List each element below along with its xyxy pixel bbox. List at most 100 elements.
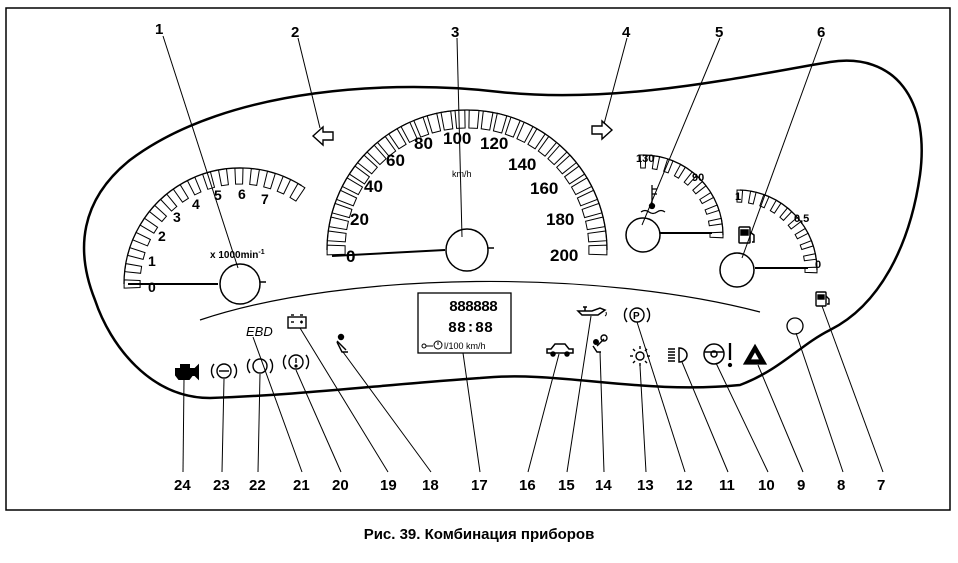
oil-pressure-icon: [576, 306, 607, 317]
indicator-lamp-icon: [786, 317, 804, 335]
check-engine-icon: [175, 363, 199, 381]
callout-2: 2: [291, 24, 299, 41]
speedo-label-140: 140: [508, 155, 536, 174]
fuel-pump-icon: [738, 226, 755, 244]
lcd-odometer: 888888: [449, 299, 498, 316]
speedo-label-160: 160: [530, 179, 558, 198]
callout-17: 17: [471, 477, 488, 494]
fuel-label-1: 1: [735, 191, 741, 203]
battery-icon: [287, 314, 307, 329]
speedometer-tick: [468, 109, 480, 129]
power-steering-icon: [703, 343, 733, 368]
key-icon: [421, 343, 433, 349]
callout-18: 18: [422, 477, 439, 494]
callout-9: 9: [797, 477, 805, 494]
speedometer-tick: [492, 112, 508, 134]
tach-label-4: 4: [192, 196, 200, 212]
temperature-tick: [639, 154, 647, 169]
speedometer-tick: [440, 110, 454, 131]
callout-11: 11: [719, 477, 735, 494]
callout-5: 5: [715, 24, 723, 41]
brake-system-icon: [282, 354, 310, 370]
leader-lines: [162, 35, 884, 473]
fuel-label-0: 0: [815, 259, 821, 271]
tachometer-tick: [201, 171, 216, 190]
callout-23: 23: [213, 477, 230, 494]
speedometer-scale-ticks: [326, 109, 608, 256]
brake-pad-wear-icon: [210, 363, 238, 379]
speedometer-arc: [326, 109, 608, 251]
tach-unit: x 1000min-1: [210, 249, 265, 261]
temperature-tick: [704, 204, 720, 215]
tachometer-arc: [123, 167, 302, 285]
callout-21: 21: [293, 477, 310, 494]
speedo-label-60: 60: [386, 151, 405, 170]
parking-brake-icon: P: [623, 307, 651, 323]
speedometer-tick: [454, 109, 466, 129]
speedo-label-180: 180: [546, 210, 574, 229]
callout-20: 20: [332, 477, 349, 494]
high-beam-icon: [668, 347, 688, 363]
callout-10: 10: [758, 477, 775, 494]
callout-1: 1: [155, 21, 163, 38]
cluster-outline: [82, 59, 923, 400]
speedo-needle: [331, 249, 446, 257]
fuel-tick: [747, 190, 757, 205]
temperature-scale-ticks: [639, 154, 724, 239]
speedometer-tick: [331, 202, 353, 219]
tach-label-6: 6: [238, 186, 246, 202]
tachometer-scale-ticks: [123, 167, 306, 289]
temp-label-90: 90: [692, 172, 704, 184]
clock-icon: [433, 340, 443, 350]
abs-icon: [246, 358, 274, 374]
callout-22: 22: [249, 477, 266, 494]
tachometer-tick: [217, 168, 229, 187]
tachometer-tick: [126, 246, 146, 261]
tach-label-3: 3: [173, 209, 181, 225]
callout-8: 8: [837, 477, 845, 494]
temperature-arc: [642, 154, 724, 236]
tach-label-7: 7: [261, 191, 269, 207]
callout-4: 4: [622, 24, 631, 41]
tachometer-tick: [289, 182, 306, 202]
tach-label-1: 1: [148, 253, 156, 269]
fuel-tick: [736, 189, 744, 203]
speedometer: 0 20 40 60 80 100 120 140 160 180 200 km…: [326, 109, 608, 272]
figure-caption: Рис. 39. Комбинация приборов: [363, 526, 595, 543]
speedo-label-40: 40: [364, 177, 383, 196]
fuel-arc: [739, 189, 818, 271]
speedometer-tick: [326, 244, 346, 256]
speedometer-tick: [581, 202, 603, 219]
fuel-scale-ticks: [736, 189, 818, 274]
callout-14: 14: [595, 477, 612, 494]
fuel-label-half: 0,5: [794, 213, 809, 225]
speedo-unit: km/h: [452, 169, 472, 179]
tachometer-tick: [234, 167, 244, 185]
temperature-gauge: 130 90: [625, 153, 724, 253]
temperature-tick: [707, 217, 723, 227]
speedometer-tick: [588, 244, 608, 256]
speedometer-tick: [587, 230, 608, 243]
svg-text:P: P: [633, 311, 640, 322]
speedo-label-0: 0: [346, 247, 355, 266]
tach-hub: [219, 263, 261, 305]
speedo-label-120: 120: [480, 134, 508, 153]
fuel-tick: [799, 239, 814, 251]
lcd-trip-unit: l/100 km/h: [444, 341, 486, 351]
fuel-gauge: 1 0,5 0: [719, 189, 821, 288]
callout-15: 15: [558, 477, 575, 494]
tach-label-5: 5: [214, 187, 222, 203]
seat-belt-icon: [336, 333, 348, 353]
speedometer-tick: [426, 112, 442, 134]
tachometer-tick: [263, 170, 276, 190]
airbag-icon: [592, 334, 608, 353]
callout-24: 24: [174, 477, 191, 494]
fuel-hub: [719, 252, 755, 288]
door-ajar-icon: [546, 343, 574, 357]
lcd-frame: [417, 292, 512, 354]
callout-13: 13: [637, 477, 654, 494]
speedo-label-20: 20: [350, 210, 369, 229]
speedo-label-200: 200: [550, 246, 578, 265]
speedometer-tick: [326, 230, 347, 243]
